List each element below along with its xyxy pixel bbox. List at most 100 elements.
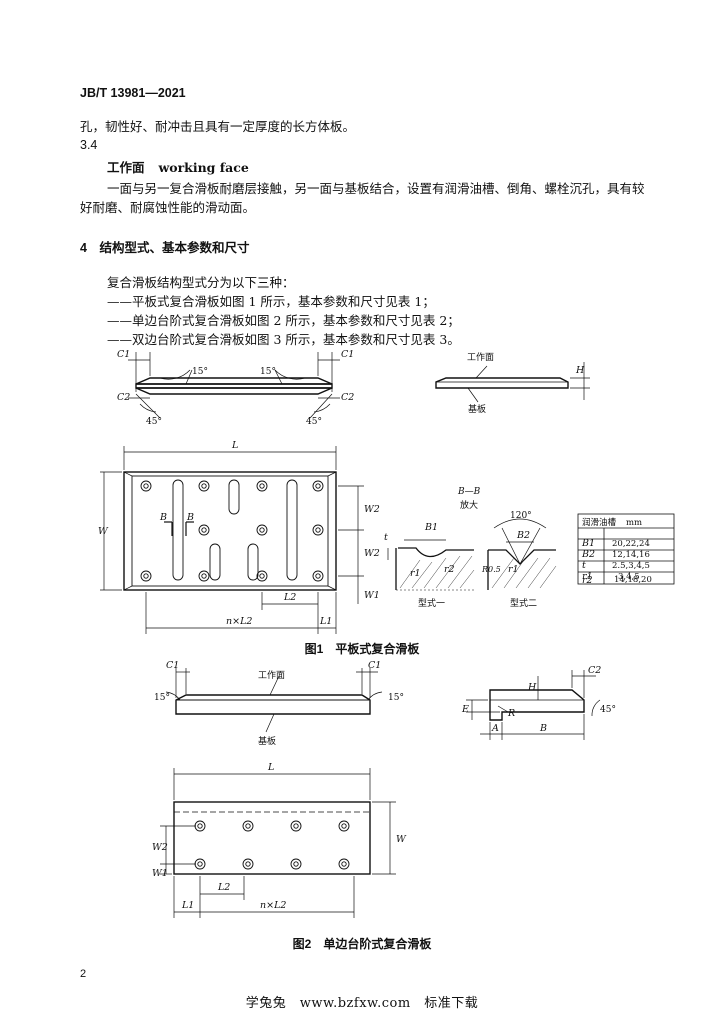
bolt-hole: [290, 820, 302, 832]
fig2-label-15deg-left: 15°: [154, 693, 170, 703]
label-r1-type2: r1: [508, 564, 519, 575]
label-45deg-left: 45°: [146, 417, 162, 427]
definition-line-1: 一面与另一复合滑板耐磨层接触，另一面与基板结合，设置有润滑油槽、倒角、螺栓沉孔，…: [107, 181, 645, 196]
label-r1: r1: [410, 568, 421, 579]
bolt-hole: [198, 480, 210, 492]
label-H: H: [575, 365, 585, 376]
label-B1: B1: [424, 522, 438, 533]
fig2-dim-L1: L1: [181, 900, 194, 911]
bolt-hole: [256, 480, 268, 492]
label-base-plate: 基板: [468, 403, 486, 415]
label-working-face: 工作面: [467, 351, 494, 363]
fig2-label-c1-right: C1: [368, 660, 381, 671]
bolt-hole: [194, 820, 206, 832]
label-c1-left: C1: [117, 349, 130, 360]
table-sym: B2: [581, 549, 595, 560]
bolt-hole: [140, 480, 152, 492]
fig2-label-base-plate: 基板: [258, 735, 276, 747]
intro-text: 复合滑板结构型式分为以下三种：: [107, 275, 295, 290]
fig2-dim-L2: L2: [217, 882, 230, 893]
bolt-hole: [256, 524, 268, 536]
dim-nL2: n×L2: [226, 616, 252, 627]
bolt-holes: [140, 480, 324, 582]
label-type-1: 型式一: [418, 597, 445, 609]
table-value: 2.5,3,4,5: [612, 561, 650, 571]
section-number: 3.4: [80, 138, 98, 152]
fig2-label-15deg-right: 15°: [388, 693, 404, 703]
label-r2: r2: [444, 564, 455, 575]
fig2-bolt-holes: [194, 820, 350, 870]
table-sym: B1: [581, 538, 595, 549]
bolt-hole: [312, 570, 324, 582]
fig2-dim-W2: W2: [152, 842, 168, 853]
dim-L: L: [231, 440, 238, 451]
label-45deg-right: 45°: [306, 417, 322, 427]
table-unit: mm: [626, 518, 642, 528]
groove-table-border: [577, 513, 675, 585]
label-r05: R0.5: [481, 565, 501, 574]
dim-W2-lower: W2: [364, 548, 380, 559]
section-4-heading: 4 结构型式、基本参数和尺寸: [80, 241, 250, 255]
label-B2: B2: [516, 530, 530, 541]
term-chinese: 工作面: [107, 160, 145, 175]
fig2-label-E: E: [461, 704, 469, 715]
bolt-hole: [338, 858, 350, 870]
fig2-dim-L: L: [267, 762, 274, 773]
definition-line-2: 好耐磨、耐腐蚀性能的滑动面。: [80, 200, 256, 215]
table-sym: r2: [582, 575, 593, 586]
bolt-hole: [140, 570, 152, 582]
figure-1-caption: 图1 平板式复合滑板: [304, 642, 420, 656]
bolt-hole: [256, 570, 268, 582]
bolt-hole: [198, 570, 210, 582]
fig2-label-45deg: 45°: [600, 705, 616, 715]
bolt-hole: [290, 858, 302, 870]
fig2-label-B: B: [539, 723, 547, 734]
label-type-2: 型式二: [510, 597, 537, 609]
paragraph-continuation: 孔，韧性好、耐冲击且具有一定厚度的长方体板。: [80, 119, 356, 134]
page-number: 2: [80, 968, 87, 980]
figure-2-caption: 图2 单边台阶式复合滑板: [292, 937, 432, 951]
table-value: 20,22,24: [612, 539, 650, 549]
oil-grooves: [172, 479, 298, 581]
fig2-dim-nL2: n×L2: [260, 900, 286, 911]
fig2-dim-W: W: [396, 834, 407, 845]
bolt-hole: [198, 524, 210, 536]
label-15deg-left: 15°: [192, 367, 208, 377]
fig2-label-c1-left: C1: [166, 660, 179, 671]
bolt-hole: [312, 480, 324, 492]
bolt-hole: [338, 820, 350, 832]
label-t: t: [384, 532, 388, 543]
dim-L1: L1: [319, 616, 332, 627]
section-mark-b-left: B: [159, 512, 167, 523]
section-mark-b-right: B: [186, 512, 194, 523]
label-15deg-right: 15°: [260, 367, 276, 377]
label-c2-left: C2: [117, 392, 130, 403]
bolt-hole: [242, 820, 254, 832]
fig2-dim-W1: W1: [152, 868, 168, 879]
dim-W2-upper: W2: [364, 504, 380, 515]
list-item: ——双边台阶式复合滑板如图 3 所示，基本参数和尺寸见表 3。: [107, 332, 460, 347]
fig2-label-c2: C2: [588, 665, 601, 676]
list-item: ——平板式复合滑板如图 1 所示，基本参数和尺寸见表 1；: [107, 294, 435, 309]
dim-W1: W1: [364, 590, 380, 601]
bolt-hole: [312, 524, 324, 536]
label-c2-right: C2: [341, 392, 354, 403]
table-sym: t: [582, 560, 586, 571]
list-item: ——单边台阶式复合滑板如图 2 所示，基本参数和尺寸见表 2；: [107, 313, 460, 328]
label-enlarged: 放大: [460, 499, 478, 511]
label-120deg: 120°: [510, 511, 532, 521]
term-english: working face: [158, 160, 249, 175]
table-header: 润滑油槽: [582, 517, 617, 528]
fig2-label-working-face: 工作面: [258, 669, 285, 681]
table-value: 14,18,20: [614, 575, 652, 585]
label-c1-right: C1: [341, 349, 354, 360]
fig2-label-R: R: [507, 708, 515, 719]
dim-W: W: [98, 526, 109, 537]
label-section-bb: B—B: [457, 487, 481, 497]
bolt-hole: [242, 858, 254, 870]
standard-number: JB/T 13981—2021: [80, 86, 186, 100]
fig2-label-A: A: [491, 723, 499, 734]
footer-watermark[interactable]: 学兔兔 www.bzfxw.com 标准下载: [245, 996, 479, 1011]
dim-L2: L2: [283, 592, 296, 603]
